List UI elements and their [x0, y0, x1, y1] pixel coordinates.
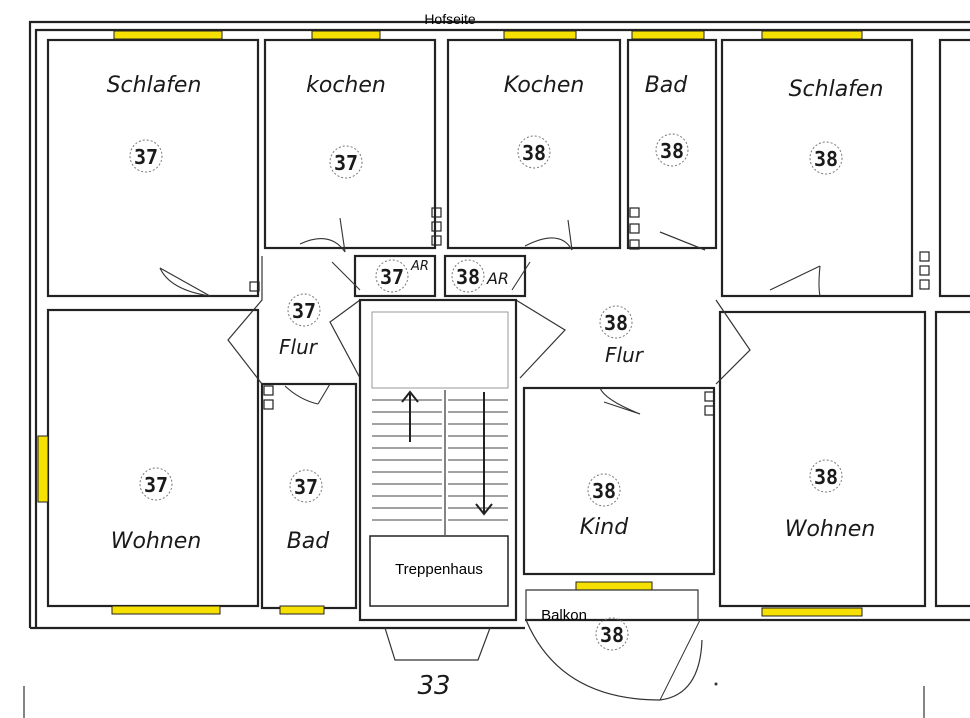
- unit-number-balcony-38: 38: [600, 623, 624, 647]
- unit-number-kochen-38: 38: [522, 141, 546, 165]
- unit-number-bad-37: 37: [294, 475, 318, 499]
- unit-circles: [129, 133, 843, 651]
- unit-number-schlafen-38: 38: [814, 147, 838, 171]
- room-label-bad-38: Bad: [645, 73, 689, 98]
- window: [279, 605, 325, 615]
- balcony: [525, 589, 703, 701]
- room-label-kochen-38: Kochen: [504, 73, 585, 98]
- chimney-flues: [249, 207, 930, 416]
- unit-number-wohnen-37: 37: [144, 473, 168, 497]
- window: [111, 605, 221, 615]
- unit-number-kochen-37: 37: [334, 151, 358, 175]
- window: [311, 30, 381, 40]
- stair-down-arrow-icon: [475, 392, 493, 516]
- room-label-schlafen-37: Schlafen: [107, 73, 202, 98]
- unit-number-ar-37: 37: [380, 265, 404, 289]
- window: [761, 30, 863, 40]
- window: [113, 30, 223, 40]
- window: [631, 30, 705, 40]
- window: [503, 30, 577, 40]
- unit-number-ar-38: 38: [456, 265, 480, 289]
- hofseite-label: Hofseite: [424, 11, 476, 27]
- balcony-label: Balkon: [541, 607, 587, 624]
- room-label-schlafen-38: Schlafen: [789, 77, 884, 102]
- window: [37, 435, 49, 503]
- unit-number-schlafen-37: 37: [134, 145, 158, 169]
- room-label-flur-38: Flur: [605, 343, 645, 367]
- unit-number-flur-38: 38: [604, 311, 628, 335]
- room-label-wohnen-38: Wohnen: [785, 517, 876, 542]
- stairwell-label: Treppenhaus: [395, 561, 483, 578]
- building-number: 33: [417, 671, 450, 701]
- room-label-wohnen-37: Wohnen: [111, 529, 202, 554]
- unit-number-wohnen-38: 38: [814, 465, 838, 489]
- window: [575, 581, 653, 591]
- windows: [37, 30, 863, 617]
- outer-walls: [28, 20, 970, 630]
- ar-suffix-38: AR: [486, 269, 509, 288]
- door-swings: [159, 217, 821, 415]
- room-label-kind-38: Kind: [580, 515, 629, 540]
- stair-up-arrow-icon: [401, 390, 419, 442]
- unit-number-bad-38: 38: [660, 139, 684, 163]
- window: [761, 607, 863, 617]
- stairwell: [358, 298, 518, 661]
- room-label-flur-37: Flur: [279, 335, 319, 359]
- ar-suffix-37: AR: [410, 259, 429, 274]
- unit-number-kind-38: 38: [592, 479, 616, 503]
- room-label-bad-37: Bad: [287, 529, 331, 554]
- room-label-kochen-37: kochen: [306, 73, 386, 98]
- unit-number-flur-37: 37: [292, 299, 316, 323]
